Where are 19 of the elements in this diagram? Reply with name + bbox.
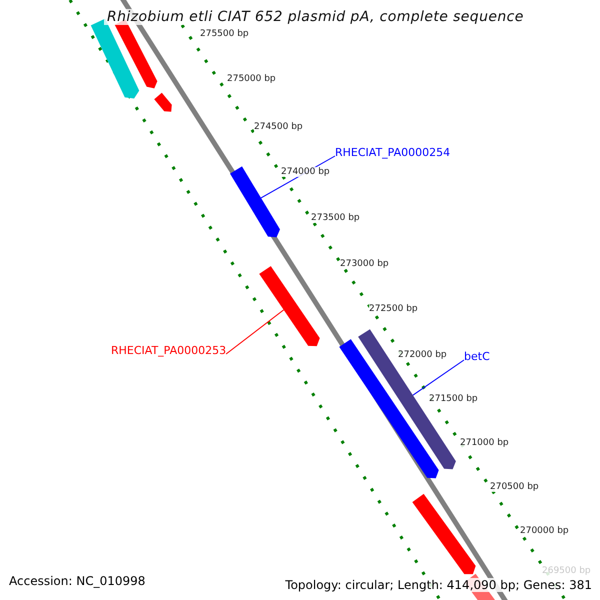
tick-label: 274000 bp xyxy=(281,167,330,177)
leader-line xyxy=(412,360,464,396)
gene-label: betC xyxy=(464,350,490,363)
tick-label: 272500 bp xyxy=(369,304,418,314)
tick-label: 271500 bp xyxy=(429,394,478,404)
gene-bar xyxy=(412,494,476,574)
tick-label: 270000 bp xyxy=(520,526,569,536)
summary-text: Topology: circular; Length: 414,090 bp; Genes: 381 xyxy=(285,578,592,592)
accession-text: Accession: NC_010998 xyxy=(9,574,146,588)
leader-line xyxy=(226,309,284,354)
gene-label: RHECIAT_PA0000253 xyxy=(111,344,226,357)
gene-bar xyxy=(154,92,172,112)
tick-label: 273500 bp xyxy=(311,213,360,223)
tick-label: 275000 bp xyxy=(227,74,276,84)
tick-label: 272000 bp xyxy=(398,350,447,360)
gene-label: RHECIAT_PA0000254 xyxy=(335,146,450,159)
gene-bar xyxy=(230,166,280,238)
tick-label: 275500 bp xyxy=(200,29,249,39)
gene-bar xyxy=(259,266,320,346)
